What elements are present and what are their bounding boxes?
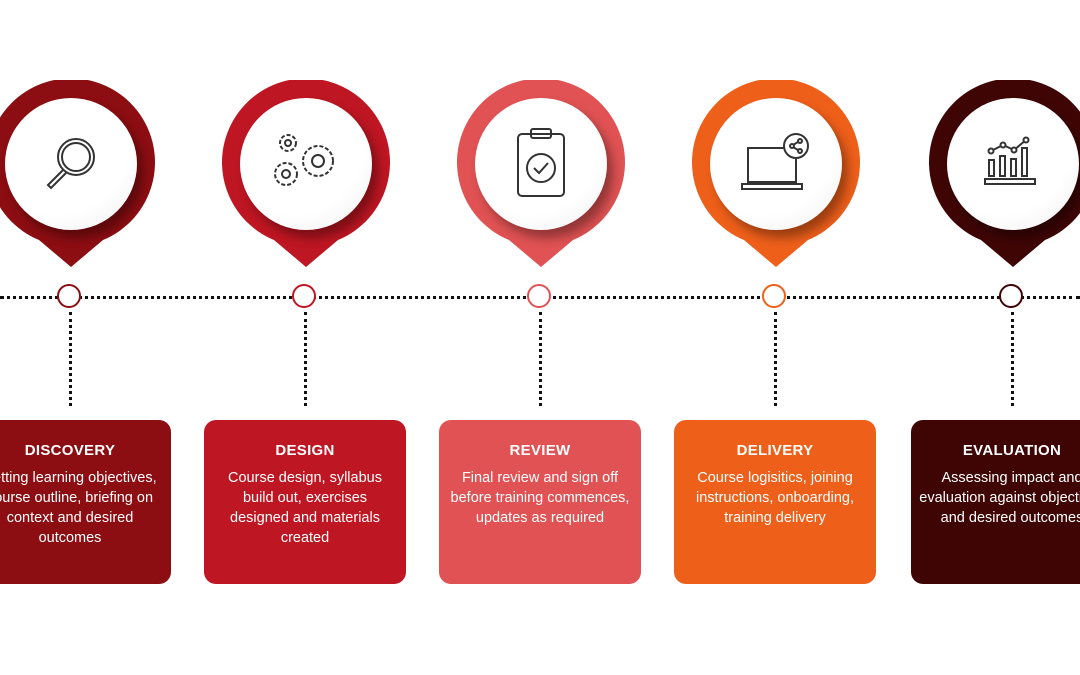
connector-line <box>304 312 307 406</box>
stage-discovery: DISCOVERY Setting learning objectives, c… <box>0 0 191 675</box>
connector-line <box>539 312 542 406</box>
stage-description: Course logisitics, joining instructions,… <box>696 470 854 526</box>
timeline-node <box>999 284 1023 308</box>
connector-line <box>774 312 777 406</box>
stage-title: REVIEW <box>509 442 571 459</box>
stage-evaluation: EVALUATION Assessing impact and evaluati… <box>893 0 1080 675</box>
connector-line <box>1011 312 1014 406</box>
stage-card: REVIEW Final review and sign off before … <box>439 420 641 584</box>
stage-design: DESIGN Course design, syllabus build out… <box>186 0 426 675</box>
timeline-node <box>292 284 316 308</box>
stage-card: EVALUATION Assessing impact and evaluati… <box>911 420 1080 584</box>
magnifier-icon <box>46 138 95 190</box>
stage-card: DESIGN Course design, syllabus build out… <box>204 420 406 584</box>
timeline-node <box>762 284 786 308</box>
clipboard-check-icon <box>517 128 565 197</box>
stage-description: Assessing impact and evaluation against … <box>919 470 1080 526</box>
stage-title: DISCOVERY <box>24 442 116 459</box>
timeline-node <box>527 284 551 308</box>
stage-review: REVIEW Final review and sign off before … <box>421 0 661 675</box>
stage-title: DESIGN <box>275 442 335 459</box>
stage-card: DELIVERY Course logisitics, joining inst… <box>674 420 876 584</box>
stage-delivery: DELIVERY Course logisitics, joining inst… <box>656 0 896 675</box>
stage-card: DISCOVERY Setting learning objectives, c… <box>0 420 171 584</box>
icon-circle <box>5 98 137 230</box>
stage-description: Setting learning objectives, course outl… <box>0 470 157 546</box>
icon-circle <box>710 98 842 230</box>
stage-description: Course design, syllabus build out, exerc… <box>228 470 382 546</box>
stage-title: DELIVERY <box>736 442 814 459</box>
icon-circle <box>240 98 372 230</box>
connector-line <box>69 312 72 406</box>
icon-circle <box>475 98 607 230</box>
stage-description: Final review and sign off before trainin… <box>450 470 630 526</box>
bar-chart-icon <box>984 136 1036 185</box>
gears-icon <box>274 134 334 186</box>
laptop-share-icon <box>741 133 809 190</box>
stage-title: EVALUATION <box>962 442 1062 459</box>
icon-circle <box>947 98 1079 230</box>
timeline-node <box>57 284 81 308</box>
